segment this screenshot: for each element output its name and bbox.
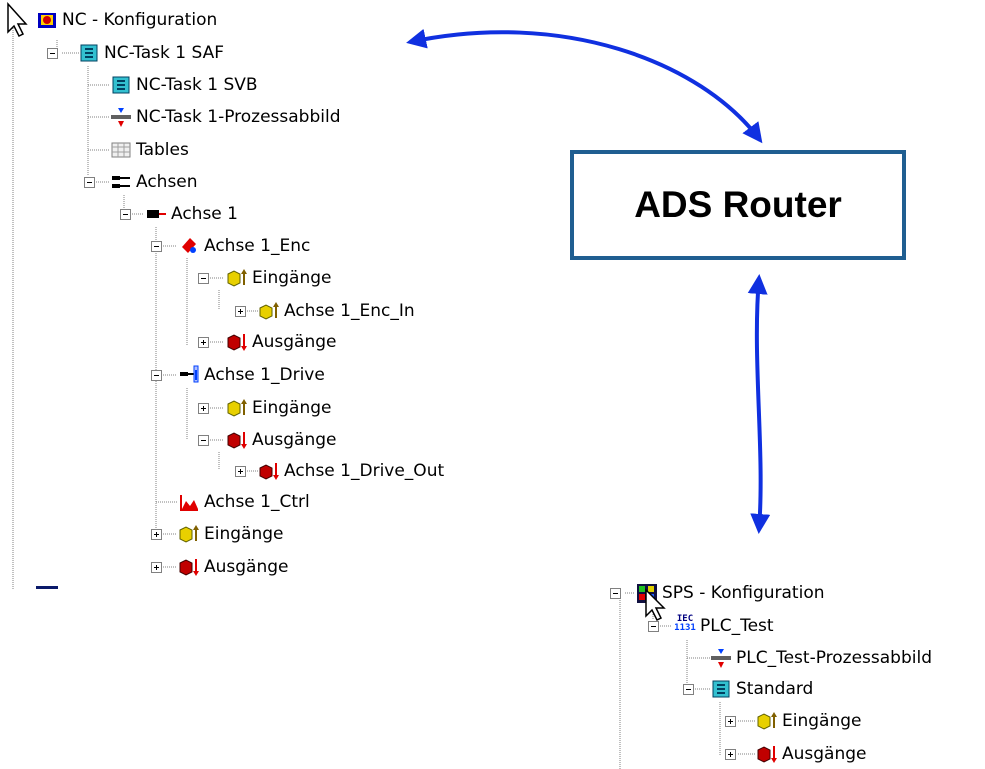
tree-item-prozessabbild[interactable]: NC-Task 1-Prozessabbild	[110, 104, 341, 130]
table-icon	[110, 139, 132, 161]
outputs-icon	[226, 429, 248, 451]
iec-number-label: 1131	[674, 623, 696, 633]
output-variable-icon	[258, 460, 280, 482]
tree-item-achsen[interactable]: Achsen	[110, 169, 198, 195]
tree-item-tables[interactable]: Tables	[110, 137, 189, 163]
collapse-box[interactable]	[198, 273, 209, 284]
expand-box[interactable]	[151, 562, 162, 573]
plc-config-icon	[636, 582, 658, 604]
tree-item-label: Ausgänge	[252, 430, 337, 450]
outputs-icon	[226, 331, 248, 353]
expand-box[interactable]	[725, 716, 736, 727]
tree-item-label: Ausgänge	[252, 332, 337, 352]
collapse-box[interactable]	[84, 177, 95, 188]
process-image-icon	[110, 106, 132, 128]
tree-item-eingaenge[interactable]: Eingänge	[226, 265, 331, 291]
tree-item-ausgaenge[interactable]: Ausgänge	[226, 329, 337, 355]
tree-item-label: Ausgänge	[204, 557, 289, 577]
tree-item-label: Achsen	[136, 172, 198, 192]
collapse-box[interactable]	[683, 684, 694, 695]
tree-item-label: Achse 1	[171, 204, 238, 224]
task-icon	[110, 74, 132, 96]
process-image-icon	[710, 647, 732, 669]
tree-item-ausgaenge[interactable]: Ausgänge	[226, 427, 337, 453]
tree-item-label: PLC_Test-Prozessabbild	[736, 648, 933, 668]
inputs-icon	[226, 267, 248, 289]
expand-box[interactable]	[198, 403, 209, 414]
tree-item-eingaenge[interactable]: Eingänge	[178, 521, 283, 547]
tree-item-achse-1-enc-in[interactable]: Achse 1_Enc_In	[258, 298, 415, 324]
task-icon	[78, 42, 100, 64]
collapse-box[interactable]	[47, 48, 58, 59]
partial-tree-icon	[36, 586, 58, 589]
tree-item-ausgaenge[interactable]: Ausgänge	[178, 554, 289, 580]
inputs-icon	[226, 397, 248, 419]
tree-item-label: Achse 1_Drive_Out	[284, 461, 445, 481]
tree-item-label: Achse 1_Drive	[204, 365, 325, 385]
tree-item-label: Achse 1_Enc_In	[284, 301, 415, 321]
tree-item-label: NC-Task 1 SAF	[104, 43, 224, 63]
tree-item-plc-eingaenge[interactable]: Eingänge	[756, 708, 861, 734]
tree-item-nc-konfiguration[interactable]: NC - Konfiguration	[36, 7, 217, 33]
tree-item-plc-ausgaenge[interactable]: Ausgänge	[756, 741, 867, 767]
tree-item-label: Ausgänge	[782, 744, 867, 764]
tree-item-achse-1-drive[interactable]: Achse 1_Drive	[178, 362, 325, 388]
iec-label: IEC	[676, 614, 694, 624]
ads-router-box: ADS Router	[570, 150, 906, 260]
tree-item-achse-1[interactable]: Achse 1	[145, 201, 238, 227]
tree-item-sps-konfiguration[interactable]: SPS - Konfiguration	[636, 580, 825, 606]
tree-item-label: NC-Task 1-Prozessabbild	[136, 107, 341, 127]
tree-item-label: PLC_Test	[700, 616, 774, 636]
tree-item-label: Eingänge	[782, 711, 862, 731]
inputs-icon	[178, 523, 200, 545]
tree-item-label: Achse 1_Enc	[204, 236, 311, 256]
tree-item-achse-1-drive-out[interactable]: Achse 1_Drive_Out	[258, 458, 444, 484]
tree-item-label: SPS - Konfiguration	[662, 583, 825, 603]
task-icon	[710, 678, 732, 700]
nc-config-icon	[36, 9, 58, 31]
collapse-box[interactable]	[648, 621, 659, 632]
collapse-box[interactable]	[610, 588, 621, 599]
collapse-box[interactable]	[198, 435, 209, 446]
expand-box[interactable]	[725, 749, 736, 760]
tree-item-label: Eingänge	[252, 268, 332, 288]
tree-item-label: Standard	[736, 679, 814, 699]
collapse-box[interactable]	[120, 209, 131, 220]
encoder-icon	[178, 235, 200, 257]
iec-1131-icon: IEC 1131	[674, 615, 696, 637]
tree-item-achse-1-ctrl[interactable]: Achse 1_Ctrl	[178, 489, 310, 515]
tree-item-plc-test[interactable]: IEC 1131 PLC_Test	[674, 613, 774, 639]
tree-item-standard[interactable]: Standard	[710, 676, 813, 702]
tree-item-plc-prozessabbild[interactable]: PLC_Test-Prozessabbild	[710, 645, 932, 671]
tree-item-eingaenge[interactable]: Eingänge	[226, 395, 331, 421]
ads-router-label: ADS Router	[634, 184, 842, 225]
controller-icon	[178, 491, 200, 513]
expand-box[interactable]	[198, 337, 209, 348]
axes-icon	[110, 171, 132, 193]
tree-item-nc-task-svb[interactable]: NC-Task 1 SVB	[110, 72, 258, 98]
collapse-box[interactable]	[151, 241, 162, 252]
axis-icon	[145, 203, 167, 225]
outputs-icon	[756, 743, 778, 765]
tree-item-nc-task-saf[interactable]: NC-Task 1 SAF	[78, 40, 224, 66]
tree-item-label: NC-Task 1 SVB	[136, 75, 258, 95]
expand-box[interactable]	[235, 466, 246, 477]
tree-item-label: Tables	[136, 140, 189, 160]
drive-icon	[178, 364, 200, 386]
tree-item-achse-1-enc[interactable]: Achse 1_Enc	[178, 233, 310, 259]
expand-box[interactable]	[235, 306, 246, 317]
outputs-icon	[178, 556, 200, 578]
expand-box[interactable]	[151, 529, 162, 540]
tree-item-label: Eingänge	[204, 524, 284, 544]
tree-item-label: NC - Konfiguration	[62, 10, 218, 30]
collapse-box[interactable]	[151, 370, 162, 381]
tree-item-label: Eingänge	[252, 398, 332, 418]
inputs-icon	[756, 710, 778, 732]
input-variable-icon	[258, 300, 280, 322]
tree-item-label: Achse 1_Ctrl	[204, 492, 310, 512]
